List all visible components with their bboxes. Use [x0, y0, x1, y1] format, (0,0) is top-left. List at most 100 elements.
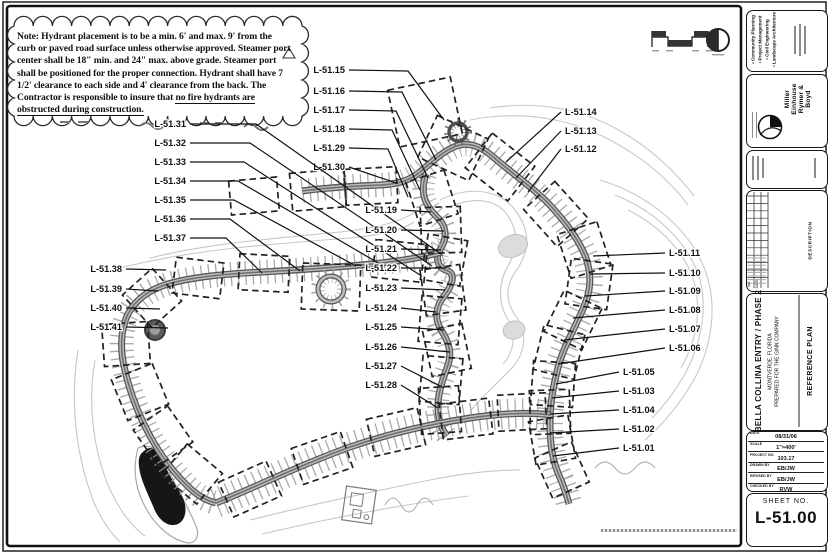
sheet-match-box: [463, 131, 537, 203]
leader-line: [400, 365, 445, 389]
sheet-ref-label: L-51.24: [365, 303, 398, 313]
leader-line: [348, 109, 429, 179]
leader-line: [190, 161, 421, 276]
building-footprints: [341, 485, 377, 525]
field-row: PROJECT NO.103.17: [748, 451, 824, 462]
field-value: 08/31/06: [775, 434, 797, 441]
leader-line: [190, 180, 381, 265]
service-item: Project Management: [757, 13, 764, 67]
sheet-match-box: [121, 267, 183, 329]
contour-line: [91, 359, 146, 537]
service-item: Landscape Architecture: [771, 12, 778, 67]
sheet-ref-label: L-51.09: [669, 286, 701, 296]
sheet-ref-label: L-51.04: [623, 405, 656, 415]
sheet-match-box: [227, 176, 281, 216]
leader-line: [400, 209, 432, 213]
sheet-match-box: [160, 442, 224, 506]
leader-line: [592, 252, 666, 257]
contour-line: [119, 221, 415, 269]
sheet-ref-label: L-51.28: [365, 380, 397, 390]
revisions-description-header: DESCRIPTION: [807, 221, 813, 260]
sheet-ref-label: L-51.14: [565, 107, 598, 117]
firm-logo-icon: [757, 114, 783, 140]
sheet-ref-label: L-51.10: [669, 268, 701, 278]
hydrant-note: Note: Hydrant placement is to be a min. …: [17, 31, 291, 117]
sheet-ref-label: L-51.31: [154, 119, 186, 129]
sheet-match-box: [542, 288, 604, 352]
sheet-ref-label: L-51.34: [154, 176, 187, 186]
culdesac-loop: [311, 269, 351, 309]
leader-line: [400, 326, 445, 331]
sheet-match-box: [533, 440, 591, 500]
leader-line: [400, 287, 446, 291]
revisions-no-header: NO.: [747, 280, 751, 288]
lake: [138, 447, 186, 526]
sheet-match-box: [171, 256, 225, 300]
leader-line: [348, 147, 409, 198]
sheet-ref-label: L-51.11: [669, 248, 700, 258]
wetland-squiggle: [594, 461, 656, 475]
sheet-ref-label: L-51.08: [669, 305, 701, 315]
sheet-ref-label: L-51.32: [154, 138, 186, 148]
sheet-ref-label: L-51.03: [623, 386, 655, 396]
sheet-title: REFERENCE PLAN: [806, 326, 814, 396]
sheet-ref-label: L-51.21: [365, 244, 397, 254]
leader-line: [190, 199, 357, 267]
titleblock-revisions-box: [746, 190, 828, 292]
sheet-ref-label: L-51.19: [365, 205, 397, 215]
contour-line: [73, 349, 121, 543]
sheet-ref-label: L-51.15: [313, 65, 345, 75]
project-location: MONTVERDE, FLORIDA: [767, 333, 773, 390]
leader-line: [555, 371, 620, 385]
sheet-match-box: [365, 406, 427, 458]
leader-line: [348, 166, 397, 184]
sheet-ref-label: L-51.22: [365, 263, 397, 273]
contour-line: [439, 190, 528, 413]
contour-line: [599, 179, 713, 441]
leader-line: [549, 409, 620, 415]
sheet-match-box: [386, 75, 464, 149]
leader-line: [125, 307, 161, 310]
cloud-underline-mark: [139, 122, 165, 130]
wetland-squiggle: [384, 497, 434, 513]
field-label: PROJECT NO.: [750, 452, 775, 457]
sheet-ref-label: L-51.06: [669, 343, 701, 353]
sheet-ref-label: L-51.23: [365, 283, 397, 293]
sheet-ref-label: L-51.33: [154, 157, 186, 167]
titleblock-logo-box: [746, 74, 828, 148]
sheet-ref-label: L-51.18: [313, 124, 345, 134]
sheet-match-box: [522, 180, 590, 248]
contour-line: [249, 469, 521, 521]
leader-line: [584, 290, 666, 297]
sheet-match-box: [131, 404, 195, 468]
leader-line: [400, 384, 439, 409]
sheet-ref-label: L-51.01: [623, 443, 655, 453]
revision-cloud: [6, 15, 310, 127]
sheet-match-box: [300, 262, 362, 312]
sheet-ref-label: L-51.13: [565, 126, 597, 136]
leader-line: [589, 272, 666, 275]
sheet-match-box: [532, 323, 586, 381]
field-value: EB/JW: [777, 476, 795, 483]
sheet-ref-label: L-51.40: [90, 303, 122, 313]
leader-line: [348, 69, 445, 121]
sheet-ref-label: L-51.20: [365, 225, 397, 235]
sheet-number: L-51.00: [754, 508, 818, 527]
leader-line: [348, 90, 437, 161]
sheet-ref-label: L-51.39: [90, 284, 122, 294]
sheet-ref-label: L-51.37: [154, 233, 186, 243]
leader-line: [551, 390, 620, 399]
leader-line: [400, 248, 442, 251]
field-label: REVISED BY: [750, 473, 772, 478]
sheet-ref-label: L-51.29: [313, 143, 345, 153]
firm-name-line: Boyd: [804, 90, 812, 108]
sheet-match-box: [438, 397, 494, 441]
field-row: DATE 08/31/06: [748, 431, 824, 441]
field-label: DATE: [750, 431, 760, 436]
leader-line: [572, 309, 666, 319]
